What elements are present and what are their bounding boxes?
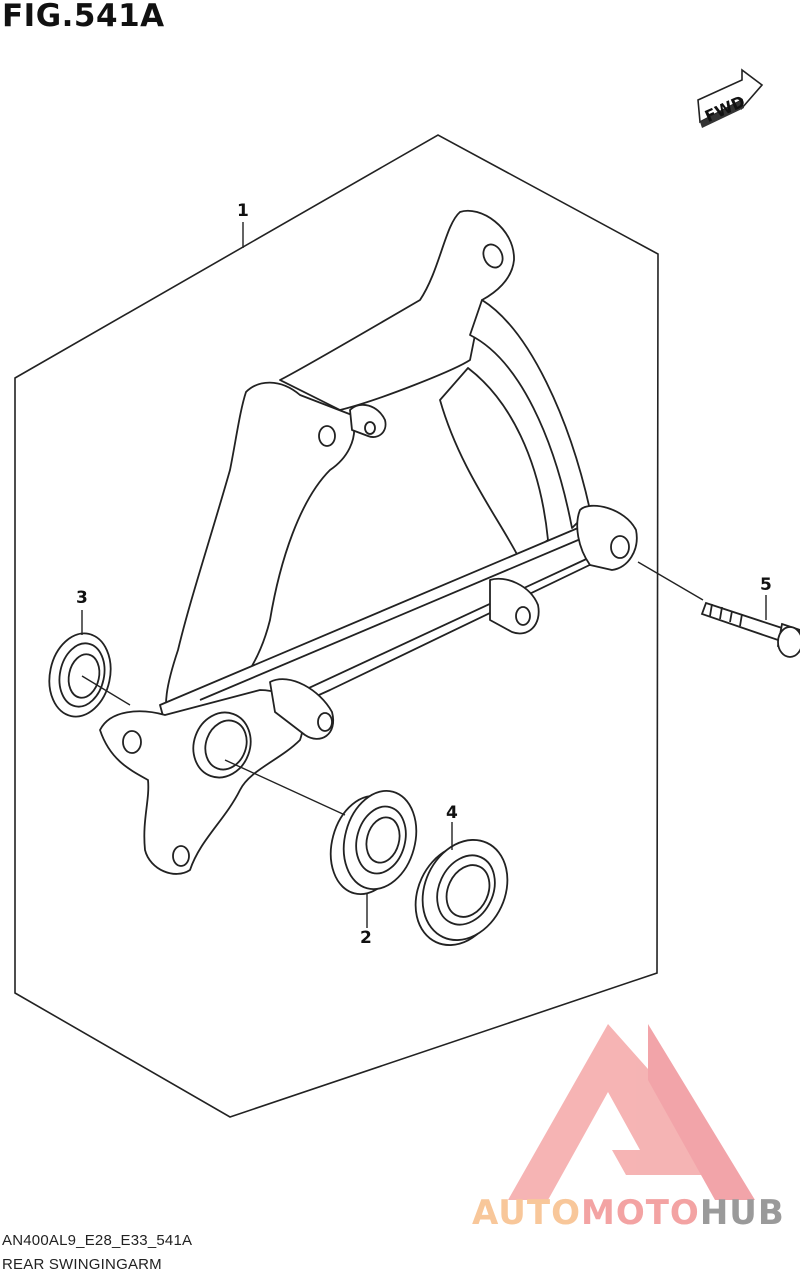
callout-4: 4 <box>446 803 458 823</box>
callout-2: 2 <box>360 928 372 948</box>
watermark-auto: AUTO <box>472 1193 581 1233</box>
watermark-moto: MOTO <box>580 1193 700 1233</box>
assembly-boundary <box>14 134 659 1118</box>
bolt-5 <box>700 601 800 658</box>
figure-name: REAR SWINGINGARM <box>2 1256 162 1273</box>
callout-5: 5 <box>760 575 772 595</box>
oil-seal-3 <box>48 632 112 718</box>
oil-seal-4 <box>414 839 509 946</box>
leader-lines <box>81 222 767 928</box>
swingarm-part <box>99 209 638 875</box>
watermark-logo <box>508 1024 755 1200</box>
figure-title: FIG.541A <box>2 0 165 34</box>
callout-1: 1 <box>237 201 249 221</box>
bearing-2 <box>329 789 418 896</box>
callout-3: 3 <box>76 588 88 608</box>
watermark-text: AUTOMOTOHUB <box>472 1196 785 1230</box>
figure-code: AN400AL9_E28_E33_541A <box>2 1232 193 1249</box>
watermark-hub: HUB <box>699 1193 785 1233</box>
fwd-badge: FWD <box>697 68 764 128</box>
